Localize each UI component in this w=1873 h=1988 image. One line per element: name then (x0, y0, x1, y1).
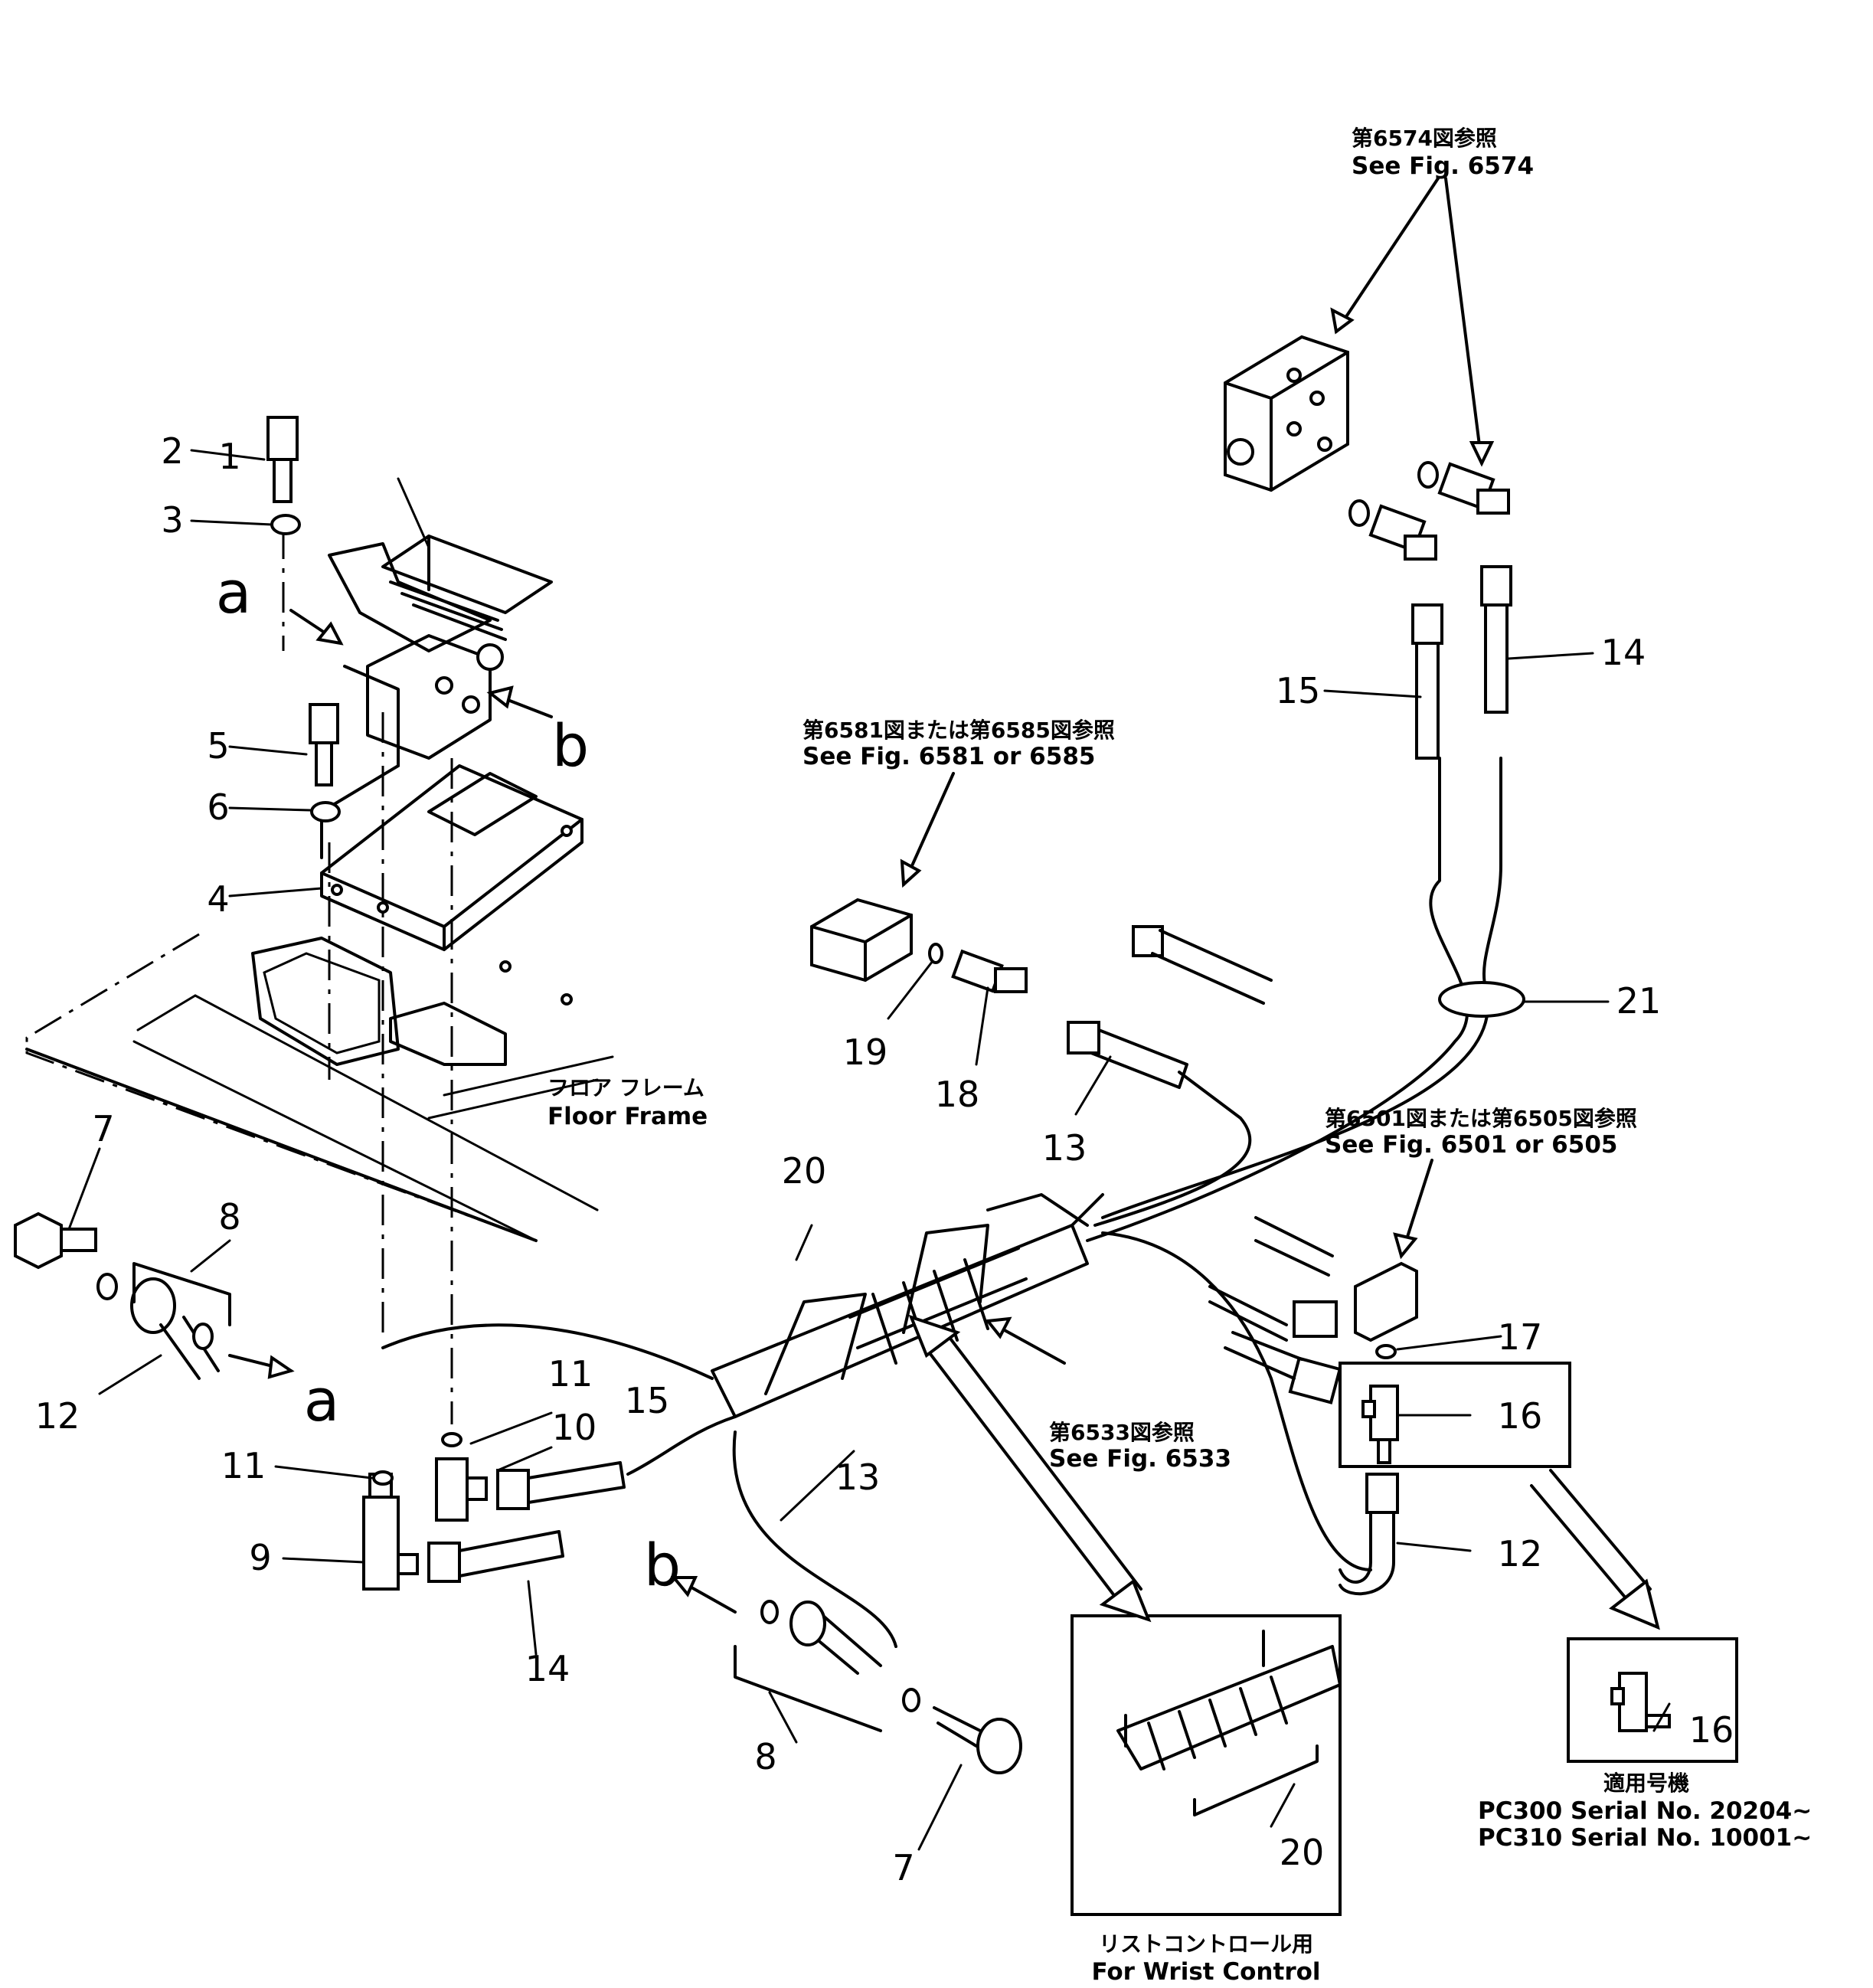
washer-6 (310, 801, 341, 822)
ref-6501-jp: 第6501図または第6505図参照 (1325, 1106, 1637, 1131)
detail-box-16 (1339, 1362, 1571, 1468)
callout-13-right: 13 (1042, 1127, 1087, 1169)
hose-13-left (789, 1601, 882, 1675)
elbow-9 (362, 1473, 419, 1591)
callout-2: 2 (161, 430, 183, 472)
hose-bundle-20 (711, 1193, 1104, 1418)
hose-15-left (496, 1461, 626, 1510)
oring-8-bottom-b (902, 1688, 920, 1712)
callout-14-right: 14 (1601, 632, 1646, 673)
callout-20-main: 20 (782, 1150, 827, 1192)
callout-15-right: 15 (1276, 670, 1321, 711)
floor-frame (25, 933, 614, 1242)
hose-routes (381, 757, 1502, 1648)
bracket-8-left (132, 1262, 231, 1326)
bolt-5 (309, 703, 339, 786)
wrist-bundle (1116, 1630, 1342, 1816)
bracket-8-bottom (734, 1645, 882, 1732)
bolt-centerlines (282, 528, 453, 1424)
oring-8-left-b (192, 1323, 214, 1350)
oring-8-bottom-a (760, 1600, 779, 1624)
oring-17 (1375, 1344, 1397, 1359)
detail-box-serial (1567, 1637, 1738, 1763)
ref-6501-en: See Fig. 6501 or 6505 (1325, 1131, 1617, 1159)
callout-7-left: 7 (92, 1108, 114, 1149)
ref-6574-jp: 第6574図参照 (1352, 126, 1497, 151)
callout-14-left: 14 (525, 1648, 570, 1689)
fittings-6574 (1348, 461, 1510, 561)
serial-pc310: PC310 Serial No. 10001~ (1478, 1824, 1812, 1852)
washer-3 (270, 514, 301, 535)
valve-block-6574 (1224, 335, 1349, 492)
connector-1-right (1224, 1331, 1342, 1404)
bolt-2 (266, 416, 299, 503)
callout-4: 4 (207, 878, 229, 920)
hose-14-left (427, 1530, 564, 1583)
block-6581 (810, 898, 913, 983)
callout-12-right: 12 (1498, 1533, 1543, 1574)
oring-8-left-a (96, 1273, 118, 1300)
callout-11-lower: 11 (221, 1445, 266, 1486)
serial-pc300: PC300 Serial No. 20204~ (1478, 1797, 1812, 1825)
reference-arrows (228, 177, 1660, 1630)
clamp-21 (1438, 981, 1525, 1018)
wrist-control-en: For Wrist Control (1091, 1958, 1320, 1986)
callout-6: 6 (207, 786, 229, 828)
elbow-10 (435, 1457, 488, 1522)
valve-6501 (1208, 1216, 1418, 1342)
wrist-control-jp: リストコントロール用 (1099, 1931, 1313, 1957)
floor-frame-jp: フロア フレーム (548, 1075, 704, 1100)
view-marker-a-bottom: a (304, 1366, 340, 1434)
callout-5: 5 (207, 725, 229, 767)
ref-6581-jp: 第6581図または第6585図参照 (802, 718, 1115, 743)
fitting-18 (951, 949, 1028, 993)
callout-10: 10 (552, 1407, 597, 1448)
detail-box-wrist (1071, 1614, 1342, 1916)
connector-7-bottom (933, 1706, 1022, 1774)
callout-16-detail: 16 (1689, 1709, 1734, 1751)
ref-6574-en: See Fig. 6574 (1352, 152, 1534, 180)
floor-frame-en: Floor Frame (548, 1103, 708, 1130)
callout-1: 1 (218, 436, 240, 477)
callout-18: 18 (935, 1074, 980, 1115)
view-marker-a-top: a (216, 558, 252, 626)
callout-9: 9 (249, 1537, 271, 1578)
hose-12-left (130, 1277, 220, 1380)
callout-21: 21 (1616, 980, 1662, 1022)
hose-13-right (1067, 925, 1273, 1089)
fitting-16-detail (1610, 1672, 1671, 1732)
callout-11-upper: 11 (548, 1353, 593, 1395)
oring-19 (928, 943, 943, 964)
callout-19: 19 (843, 1032, 888, 1073)
callout-17: 17 (1498, 1316, 1543, 1358)
view-marker-b-bottom: b (644, 1531, 681, 1599)
callout-20-wrist: 20 (1280, 1832, 1325, 1873)
callout-3: 3 (161, 499, 183, 541)
callout-8-left: 8 (218, 1196, 240, 1238)
hose-12-right (1339, 1473, 1399, 1596)
ref-6581-en: See Fig. 6581 or 6585 (802, 743, 1095, 770)
connector-7-left (14, 1211, 97, 1270)
hose-15-right (1411, 603, 1443, 760)
base-bracket (320, 764, 583, 951)
callout-16: 16 (1498, 1395, 1543, 1437)
applicable-models-jp: 適用号機 (1603, 1771, 1689, 1796)
callout-15-left: 15 (625, 1380, 670, 1421)
callout-12-left: 12 (35, 1395, 80, 1437)
oring-11-right (441, 1432, 463, 1447)
ref-6533-en: See Fig. 6533 (1049, 1445, 1231, 1473)
fitting-16 (1361, 1385, 1399, 1464)
hose-14-right (1480, 565, 1512, 714)
ref-6533-jp: 第6533図参照 (1049, 1420, 1195, 1445)
callout-8-bottom: 8 (754, 1736, 776, 1777)
callout-7-bottom: 7 (892, 1847, 914, 1888)
callout-13-left: 13 (835, 1457, 881, 1498)
oring-11-left (372, 1470, 394, 1486)
leader-lines (67, 449, 1671, 1851)
view-marker-b-top: b (552, 711, 589, 780)
